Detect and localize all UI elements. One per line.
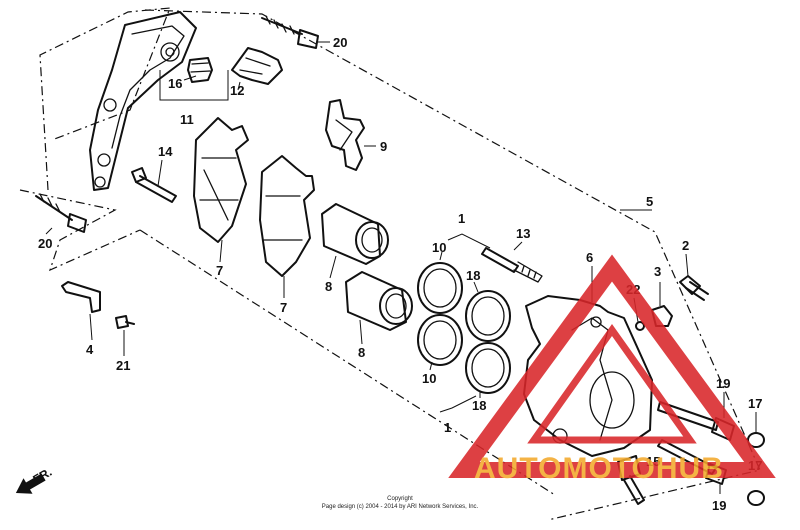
- pad-retainer-clip: [231, 47, 283, 85]
- seal-10-upper: [417, 262, 463, 314]
- callout-2: 2: [682, 238, 689, 253]
- watermark-triangle: [448, 254, 776, 478]
- callout-11: 11: [180, 112, 194, 127]
- callout-20-left: 20: [38, 236, 52, 251]
- watermark-text: AUTOMOTOHUB: [474, 452, 724, 485]
- bleeder-valve: [679, 275, 709, 301]
- callout-6: 6: [586, 250, 593, 265]
- callout-21: 21: [116, 358, 130, 373]
- seal-18-upper: [465, 290, 511, 342]
- callout-18-upper: 18: [466, 268, 480, 283]
- callout-7-right: 7: [280, 300, 287, 315]
- bolt-lower-left: [35, 193, 87, 233]
- bracket-1-lower: [439, 395, 477, 413]
- bolt-top: [261, 15, 319, 49]
- lower-frame: [19, 189, 141, 272]
- callout-1-upper: 1: [458, 211, 465, 226]
- callout-1-lower: 1: [444, 420, 451, 435]
- bolt-21: [115, 315, 135, 329]
- callout-12: 12: [230, 83, 244, 98]
- callout-20-top: 20: [333, 35, 347, 50]
- cap-17-lower: [747, 490, 765, 506]
- callout-10-upper: 10: [432, 240, 446, 255]
- callout-3: 3: [654, 264, 661, 279]
- watermark-inner-triangle: [527, 323, 697, 444]
- callout-18-lower: 18: [472, 398, 486, 413]
- callout-19-upper: 19: [716, 376, 730, 391]
- washer: [635, 321, 645, 331]
- callout-13: 13: [516, 226, 530, 241]
- callout-9: 9: [380, 139, 387, 154]
- callout-16: 16: [168, 76, 182, 91]
- caliper-assembly-frame: [144, 9, 761, 521]
- piston-lower: [345, 271, 413, 331]
- front-direction-arrow: [15, 473, 46, 494]
- copyright-line2: Page design (c) 2004 - 2014 by ARI Netwo…: [322, 504, 479, 510]
- callout-10-lower: 10: [422, 371, 436, 386]
- caliper-bracket: [89, 11, 197, 191]
- callout-5: 5: [646, 194, 653, 209]
- bracket-11: [159, 70, 229, 101]
- bracket-1-upper: [447, 233, 491, 249]
- watermark-logo: AUTOMOTOHUB: [448, 254, 776, 485]
- piston-upper: [321, 203, 389, 265]
- copyright-line1: Copyright: [387, 496, 413, 502]
- brake-pad-left: [193, 117, 249, 243]
- slide-pin-13: [481, 247, 543, 283]
- pin-boot: [187, 57, 213, 83]
- callout-19-lower: 19: [712, 498, 726, 513]
- callout-8-upper: 8: [325, 279, 332, 294]
- callout-7-left: 7: [216, 263, 223, 278]
- slide-pin-14: [131, 167, 177, 203]
- brake-pad-right: [259, 155, 315, 277]
- cap-17-upper: [747, 432, 765, 448]
- wire-clip: [61, 281, 101, 313]
- callout-4: 4: [86, 342, 94, 357]
- seal-10-lower: [417, 314, 463, 366]
- callout-17-upper: 17: [748, 396, 762, 411]
- pad-spring: [325, 99, 365, 171]
- seal-18-lower: [465, 342, 511, 394]
- lower-frame-edge: [139, 229, 556, 496]
- bracket-assembly-frame: [39, 7, 171, 191]
- callout-8-lower: 8: [358, 345, 365, 360]
- callout-14: 14: [158, 144, 173, 159]
